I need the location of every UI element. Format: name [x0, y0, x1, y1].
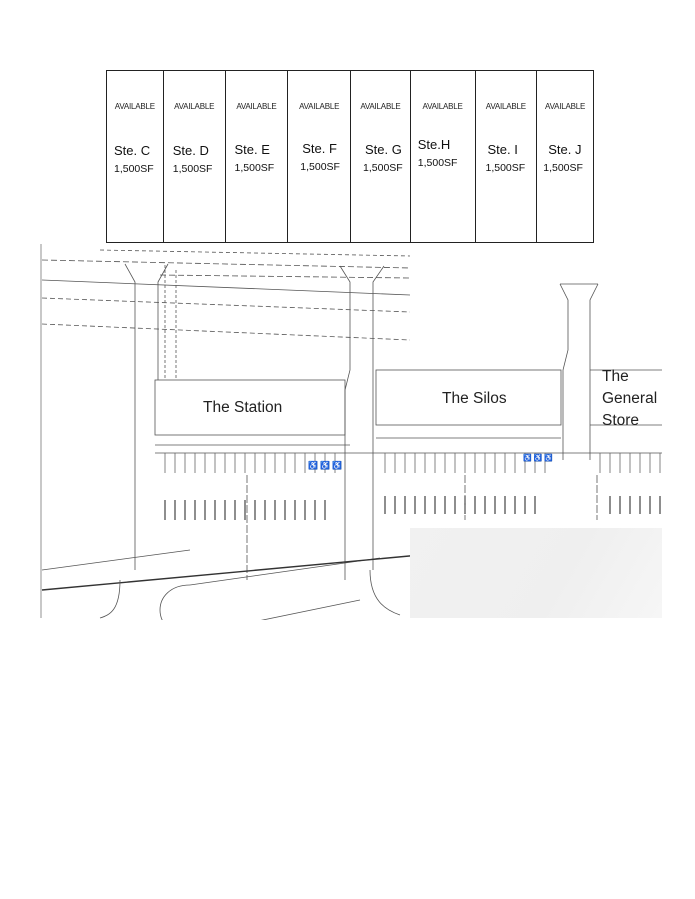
suite-name: Ste. C	[114, 143, 151, 158]
svg-text:♿ ♿ ♿: ♿ ♿ ♿	[308, 460, 342, 470]
suite-area: 1,500SF	[234, 162, 275, 174]
suite-h-cell[interactable]: AVAILABLE Ste.H 1,500SF	[411, 71, 476, 242]
suite-name: Ste. F	[302, 141, 337, 156]
general-store-line-1: The	[602, 368, 629, 385]
suite-name: Ste. D	[172, 143, 209, 158]
suite-name: Ste. I	[487, 142, 518, 157]
suite-c-cell[interactable]: AVAILABLE Ste. C 1,500SF	[107, 71, 164, 242]
suite-f-cell[interactable]: AVAILABLE Ste. F 1,500SF	[288, 71, 352, 242]
general-store-line-3: Store	[602, 412, 640, 429]
suite-area: 1,500SF	[417, 157, 458, 169]
suite-status: AVAILABLE	[299, 102, 340, 111]
suite-status: AVAILABLE	[485, 102, 526, 111]
suite-status: AVAILABLE	[422, 102, 463, 111]
suite-area: 1,500SF	[114, 163, 154, 175]
building-label-general-store[interactable]: The General Store	[602, 366, 657, 432]
suite-area: 1,500SF	[172, 163, 213, 175]
suite-status: AVAILABLE	[545, 102, 586, 111]
suite-area: 1,500SF	[300, 161, 340, 173]
suite-d-cell[interactable]: AVAILABLE Ste. D 1,500SF	[164, 71, 226, 242]
suite-name: Ste. G	[365, 142, 402, 157]
suite-area: 1,500SF	[543, 162, 583, 174]
site-plan-drawing: ♿ ♿ ♿ ♿ ♿ ♿	[40, 244, 662, 620]
suite-status: AVAILABLE	[360, 102, 401, 111]
suite-name: Ste. E	[234, 142, 270, 157]
general-store-line-2: General	[602, 390, 658, 407]
faded-scan-area	[410, 528, 662, 618]
building-label-the-station[interactable]: The Station	[203, 399, 283, 416]
building-label-the-silos[interactable]: The Silos	[442, 390, 507, 407]
suite-e-cell[interactable]: AVAILABLE Ste. E 1,500SF	[226, 71, 289, 242]
svg-text:♿ ♿ ♿: ♿ ♿ ♿	[523, 453, 553, 462]
suite-name: Ste.H	[417, 137, 451, 152]
suite-j-cell[interactable]: AVAILABLE Ste. J 1,500SF	[537, 71, 593, 242]
site-plan: ♿ ♿ ♿ ♿ ♿ ♿ The Station The Silos The Ge…	[40, 240, 662, 620]
suite-i-cell[interactable]: AVAILABLE Ste. I 1,500SF	[476, 71, 538, 242]
suite-name: Ste. J	[548, 142, 582, 157]
suite-area: 1,500SF	[363, 162, 403, 174]
suite-availability-table: AVAILABLE Ste. C 1,500SF AVAILABLE Ste. …	[106, 70, 594, 243]
suite-status: AVAILABLE	[174, 102, 215, 111]
suite-status: AVAILABLE	[114, 102, 155, 111]
suite-status: AVAILABLE	[236, 102, 277, 111]
suite-area: 1,500SF	[485, 162, 526, 174]
suite-g-cell[interactable]: AVAILABLE Ste. G 1,500SF	[351, 71, 411, 242]
